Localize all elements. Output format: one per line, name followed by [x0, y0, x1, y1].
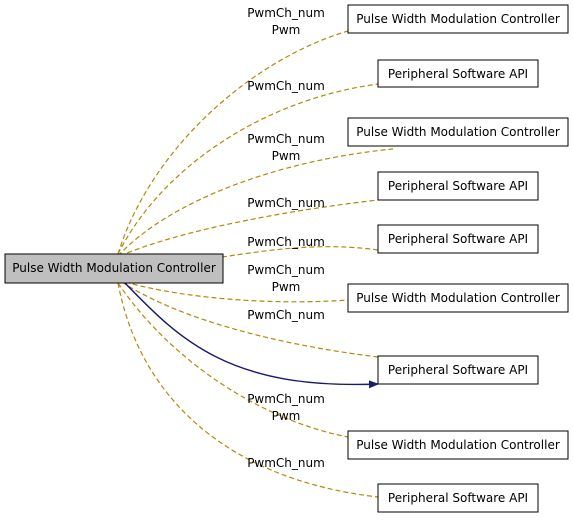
node-label: Pulse Width Modulation Controller	[356, 438, 560, 452]
edge-3	[119, 199, 379, 257]
edge-9	[117, 282, 379, 498]
node-label: Peripheral Software API	[388, 232, 528, 246]
edge-label-1-line1: PwmCh_num	[247, 79, 325, 93]
edge-label-0-line2: Pwm	[272, 23, 301, 37]
edge-6	[121, 281, 379, 358]
edge-7	[124, 282, 379, 389]
edge-0	[117, 30, 349, 255]
edge-label-5-line1: PwmCh_num	[247, 263, 325, 277]
edge-label-5-line2: Pwm	[272, 280, 301, 294]
edge-label-8-line1: PwmCh_num	[247, 456, 325, 470]
node-peripheral-api-5[interactable]: Peripheral Software API	[377, 483, 539, 513]
node-label: Peripheral Software API	[388, 67, 528, 81]
edge-8	[117, 282, 349, 438]
edge-5	[124, 281, 349, 303]
node-pwm-controller-4[interactable]: Pulse Width Modulation Controller	[347, 430, 569, 460]
node-pwm-controller-1[interactable]: Pulse Width Modulation Controller	[347, 4, 569, 34]
center-node[interactable]: Pulse Width Modulation Controller	[4, 253, 224, 284]
node-peripheral-api-3[interactable]: Peripheral Software API	[377, 224, 539, 254]
node-pwm-controller-3[interactable]: Pulse Width Modulation Controller	[347, 283, 569, 313]
edges	[117, 30, 394, 498]
node-label: Pulse Width Modulation Controller	[356, 12, 560, 26]
edge-label-6-line1: PwmCh_num	[247, 308, 325, 322]
edge-label-7-line2: Pwm	[272, 409, 301, 423]
node-peripheral-api-4[interactable]: Peripheral Software API	[377, 355, 539, 385]
edge-1	[117, 83, 379, 255]
node-peripheral-api-1[interactable]: Peripheral Software API	[377, 59, 539, 88]
edge-label-3-line1: PwmCh_num	[247, 196, 325, 210]
node-label: Peripheral Software API	[388, 363, 528, 377]
node-label: Peripheral Software API	[388, 491, 528, 505]
center-node-label: Pulse Width Modulation Controller	[12, 261, 216, 275]
node-peripheral-api-2[interactable]: Peripheral Software API	[377, 171, 539, 201]
edge-labels: PwmCh_num Pwm PwmCh_num PwmCh_num Pwm Pw…	[247, 6, 325, 470]
edge-label-2-line1: PwmCh_num	[247, 132, 325, 146]
edge-2	[117, 148, 394, 257]
edge-4	[221, 246, 379, 258]
edge-label-4-line1: PwmCh_num	[247, 235, 325, 249]
node-label: Pulse Width Modulation Controller	[356, 125, 560, 139]
node-label: Pulse Width Modulation Controller	[356, 291, 560, 305]
edge-label-2-line2: Pwm	[272, 149, 301, 163]
node-label: Peripheral Software API	[388, 179, 528, 193]
edge-label-7-line1: PwmCh_num	[247, 392, 325, 406]
edge-label-0-line1: PwmCh_num	[247, 6, 325, 20]
node-pwm-controller-2[interactable]: Pulse Width Modulation Controller	[347, 117, 569, 147]
